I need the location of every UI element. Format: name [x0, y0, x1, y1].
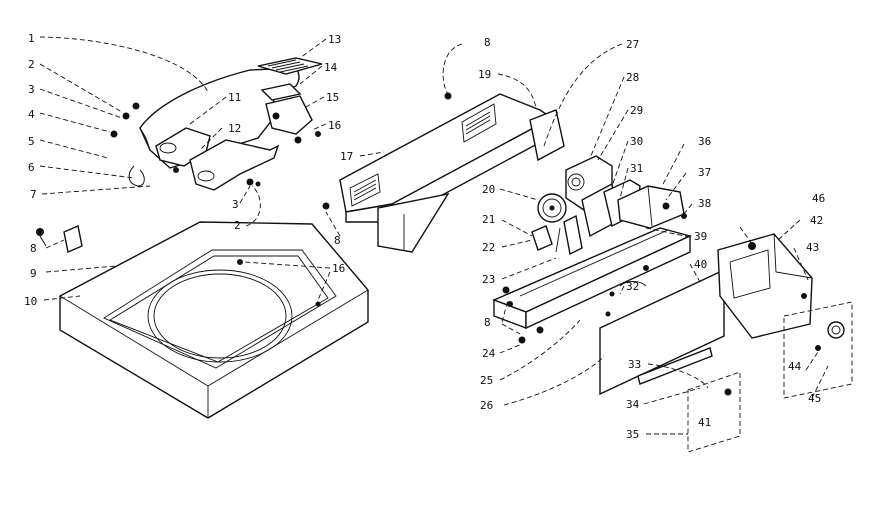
label-7: 7 [30, 188, 37, 201]
label-39: 39 [694, 230, 707, 243]
label-13: 13 [328, 33, 341, 46]
label-19: 19 [478, 68, 491, 81]
label-8c: 8 [334, 234, 341, 247]
label-29: 29 [630, 104, 643, 117]
label-5: 5 [28, 135, 35, 148]
label-17: 17 [340, 150, 353, 163]
label-46: 46 [812, 192, 825, 205]
leader-lines [39, 36, 829, 435]
label-33: 33 [628, 358, 641, 371]
control-housing [492, 227, 693, 344]
part-number-labels: 1 2 3 4 5 6 7 3 2 8 9 10 11 12 13 14 15 … [24, 32, 825, 441]
label-42: 42 [810, 214, 823, 227]
label-25: 25 [480, 374, 493, 387]
label-11: 11 [228, 91, 241, 104]
label-16: 16 [328, 119, 341, 132]
label-28: 28 [626, 71, 639, 84]
label-8b: 8 [484, 36, 491, 49]
label-24: 24 [482, 347, 496, 360]
label-12: 12 [228, 122, 241, 135]
label-40: 40 [694, 258, 707, 271]
label-15: 15 [326, 91, 339, 104]
label-26: 26 [480, 399, 493, 412]
label-2: 2 [28, 58, 35, 71]
label-9: 9 [30, 267, 37, 280]
label-32: 32 [626, 280, 639, 293]
label-3: 3 [28, 83, 35, 96]
label-31: 31 [630, 162, 643, 175]
knob-trim [783, 301, 853, 399]
top-lid-assembly [110, 57, 323, 191]
label-44: 44 [788, 360, 802, 373]
control-knob-overlay [687, 371, 741, 453]
label-43: 43 [806, 241, 819, 254]
end-cap-panel [717, 233, 813, 339]
label-3b: 3 [232, 198, 239, 211]
label-23: 23 [482, 273, 495, 286]
label-34: 34 [626, 398, 640, 411]
control-panel [599, 268, 732, 396]
label-35: 35 [626, 428, 639, 441]
label-10: 10 [24, 295, 37, 308]
label-14: 14 [324, 61, 338, 74]
label-45: 45 [808, 392, 821, 405]
timer-and-switches [531, 155, 687, 256]
label-36: 36 [698, 135, 711, 148]
label-1: 1 [28, 32, 35, 45]
label-8: 8 [30, 242, 37, 255]
label-8d: 8 [484, 316, 491, 329]
label-20: 20 [482, 183, 495, 196]
label-21: 21 [482, 213, 495, 226]
label-4: 4 [28, 108, 35, 121]
label-41: 41 [698, 416, 711, 429]
label-27: 27 [626, 38, 639, 51]
label-38: 38 [698, 197, 711, 210]
label-16b: 16 [332, 262, 345, 275]
lid-hinge-clip [36, 225, 83, 253]
label-22: 22 [482, 241, 495, 254]
washer-top-panel [59, 221, 369, 419]
label-30: 30 [630, 135, 643, 148]
label-6: 6 [28, 161, 35, 174]
label-2b: 2 [234, 219, 241, 232]
label-37: 37 [698, 166, 711, 179]
console-backsplash [322, 92, 565, 253]
